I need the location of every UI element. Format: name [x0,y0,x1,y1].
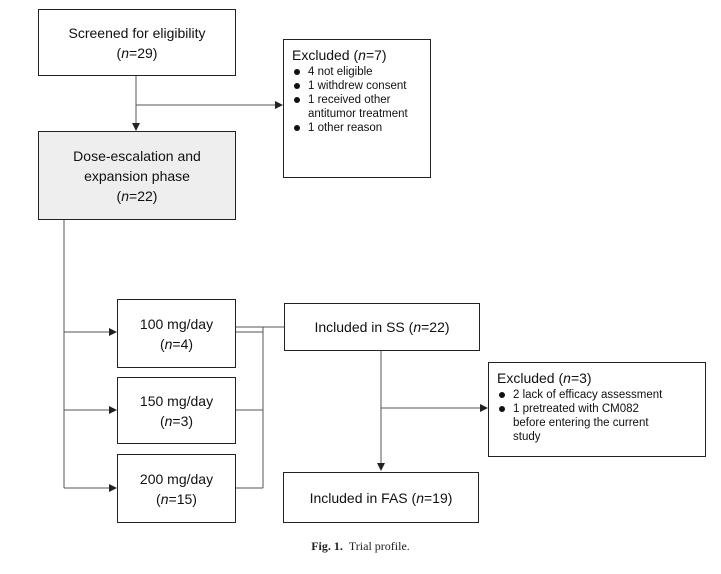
dose-phase-label-line1: Dose-escalation and [73,147,201,164]
screened-count: (n=29) [116,44,158,61]
dose-phase-label-line2: expansion phase [84,167,190,184]
dose-100-count: (n=4) [159,335,194,352]
dose-phase-box: Dose-escalation and expansion phase (n=2… [38,131,236,220]
dose-100-box: 100 mg/day (n=4) [117,299,236,368]
dose-200-label: 200 mg/day [139,470,214,487]
dose-phase-count: (n=22) [116,187,158,204]
dose-200-box: 200 mg/day (n=15) [117,454,236,523]
excluded-second-title: Excluded (n=3) [497,370,592,386]
excluded-second-item: 2 lack of efficacy assessment [497,388,662,402]
excluded-first-item: 4 not eligible [292,65,373,79]
dose-200-count: (n=15) [156,490,197,507]
included-ss-label: Included in SS (n=22) [314,319,450,335]
figure-caption-label: Fig. 1. [311,539,343,553]
excluded-first-title: Excluded (n=7) [292,47,387,63]
included-ss-box: Included in SS (n=22) [284,303,480,351]
excluded-first-box: Excluded (n=7) 4 not eligible 1 withdrew… [283,39,431,178]
included-fas-label: Included in FAS (n=19) [309,489,453,506]
screened-box: Screened for eligibility (n=29) [38,9,236,76]
dose-150-label: 150 mg/day [139,392,214,409]
dose-150-box: 150 mg/day (n=3) [117,377,236,444]
excluded-second-box: Excluded (n=3) 2 lack of efficacy assess… [488,362,706,457]
dose-100-label: 100 mg/day [139,315,214,332]
dose-150-count: (n=3) [159,412,194,429]
excluded-first-item: 1 other reason [292,121,382,135]
screened-label: Screened for eligibility [68,24,206,41]
included-fas-box: Included in FAS (n=19) [283,472,479,523]
figure-caption: Fig. 1. Trial profile. [0,539,721,554]
figure-caption-text: Trial profile. [348,539,410,553]
excluded-first-item: 1 withdrew consent [292,79,406,93]
